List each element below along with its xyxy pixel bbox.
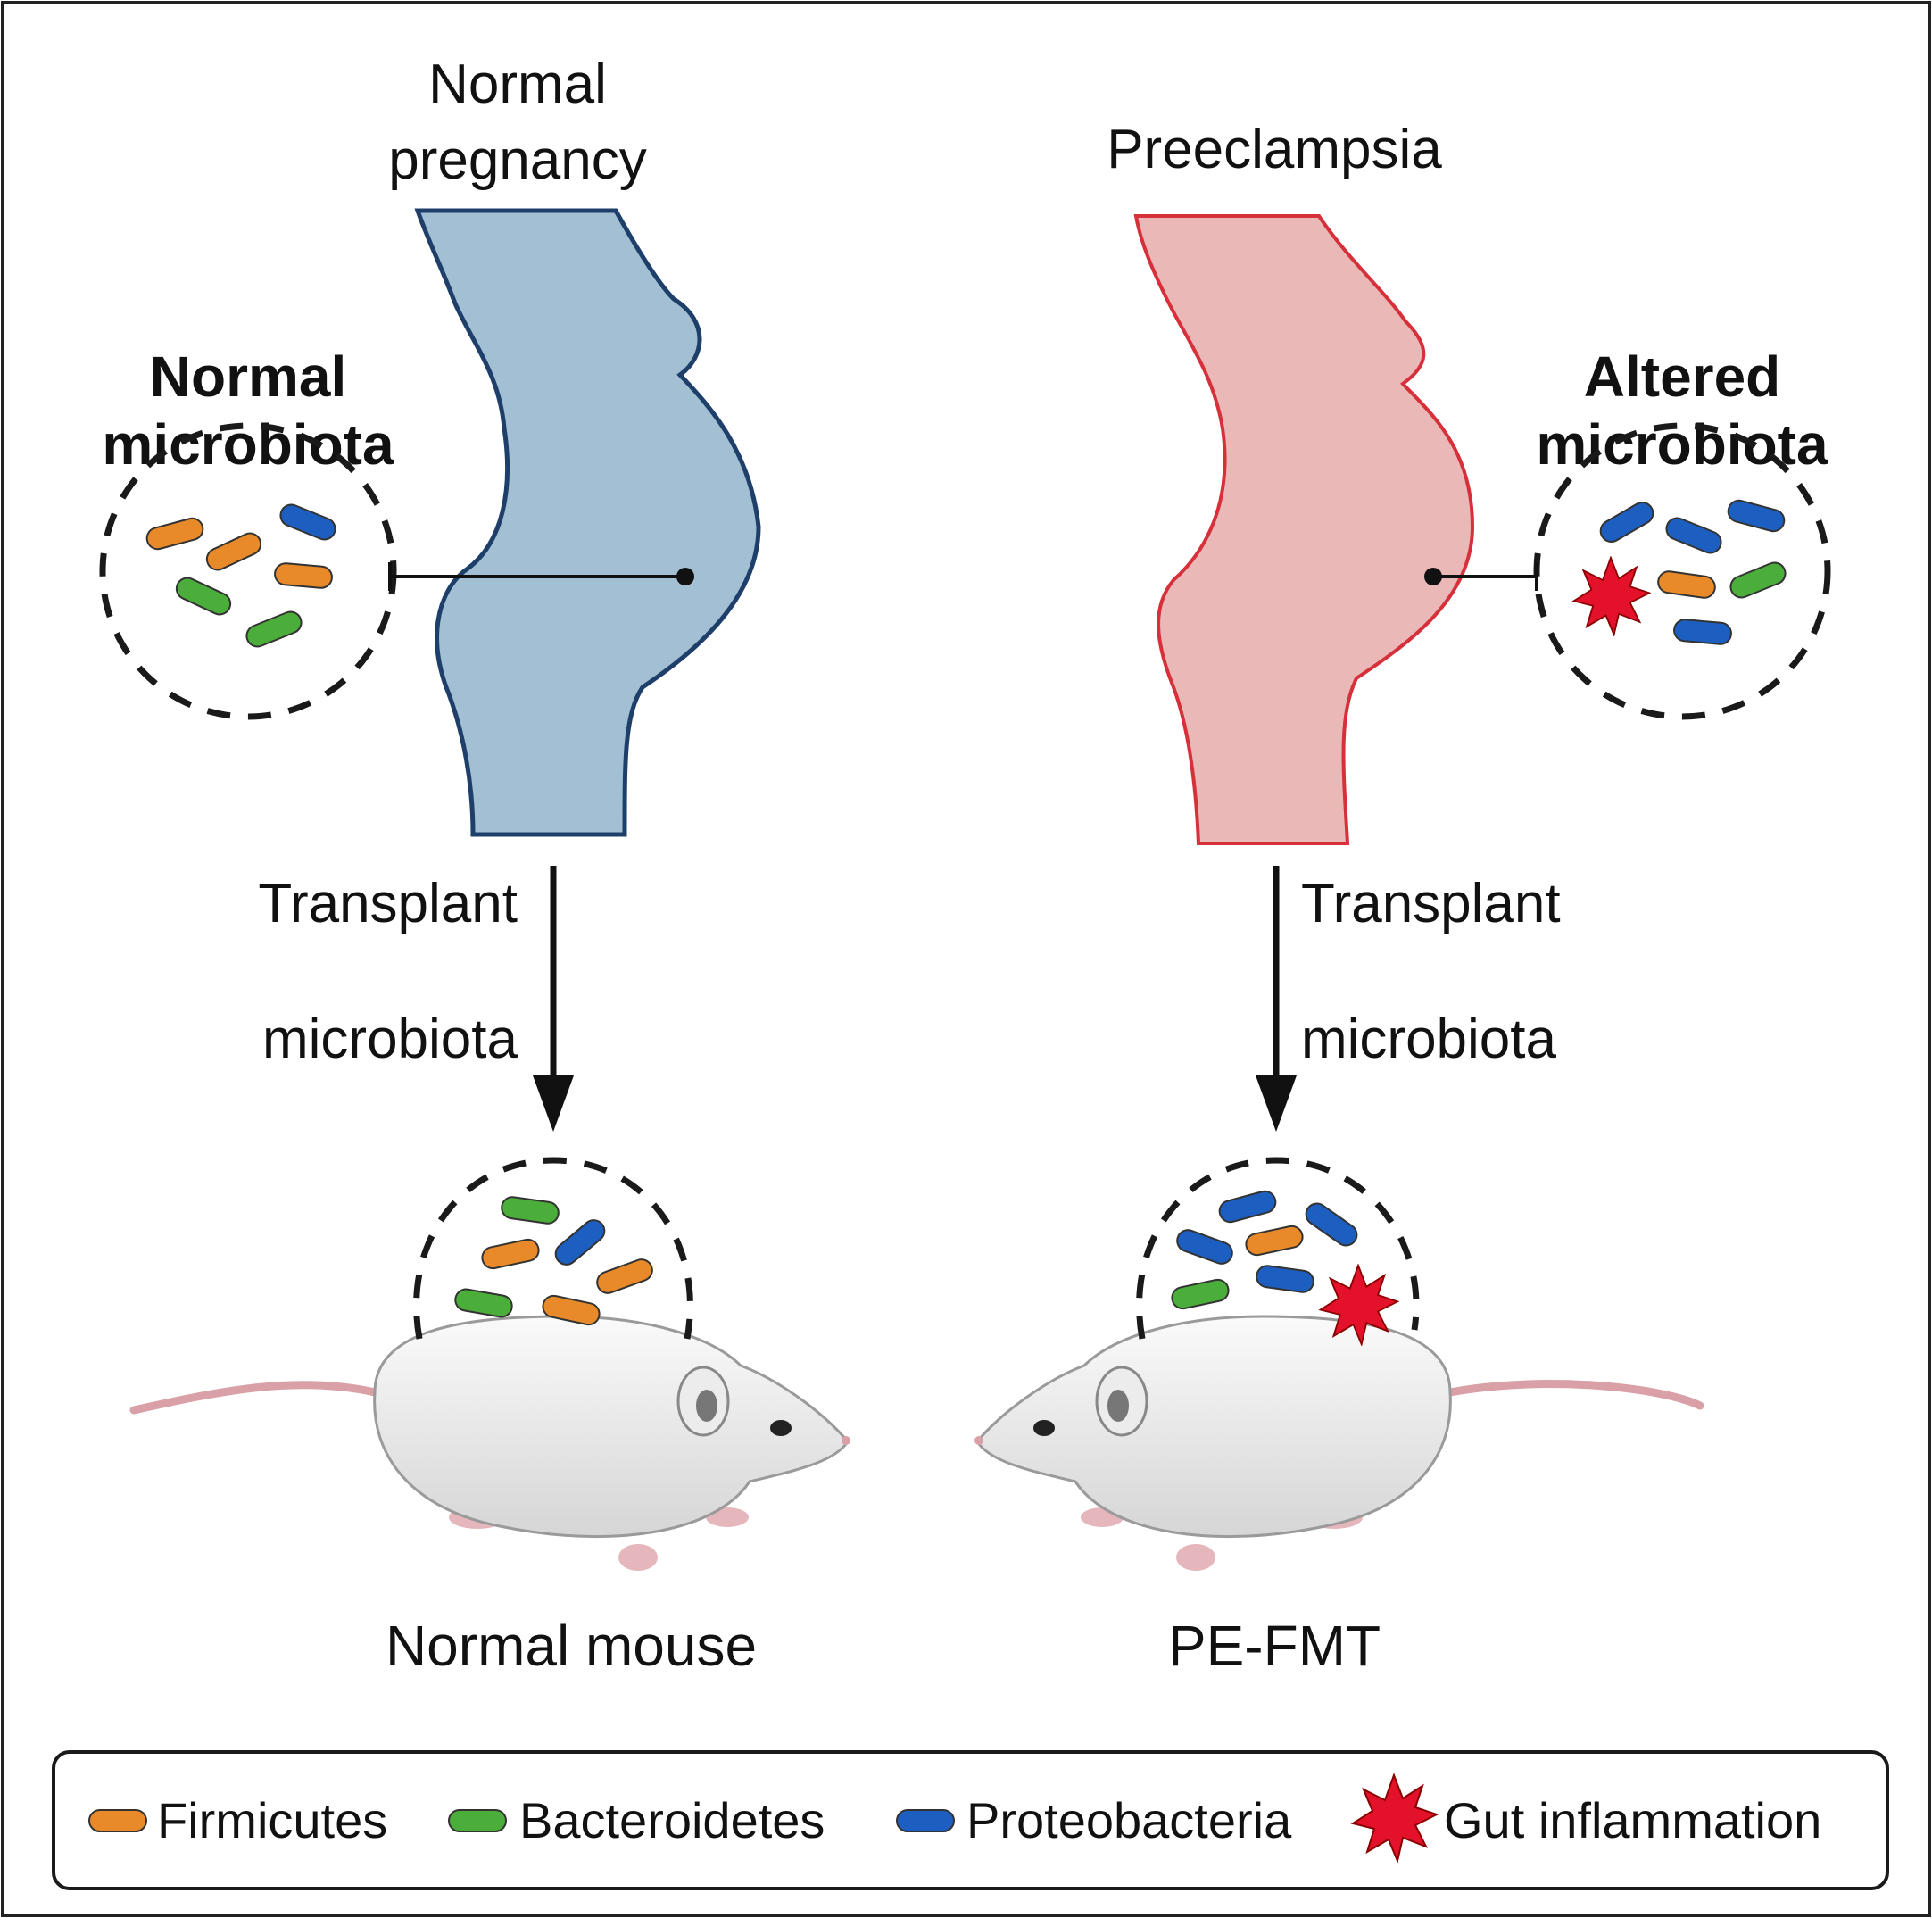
legend: Firmicutes Bacteroidetes Proteobacteria … [52,1750,1889,1890]
right-connector-dot [1424,568,1442,585]
legend-label-proteobacteria: Proteobacteria [966,1792,1292,1848]
left-connector-dot [676,568,694,585]
mouse-tail [129,1381,379,1415]
normal-microbiota-circle [99,422,397,720]
right-transplant-arrowhead [1256,1075,1297,1132]
mouse-foot [1176,1544,1215,1571]
mouse-foot [618,1544,658,1571]
left-arrow-label-line2: microbiota [262,1009,518,1070]
pe-fmt-microbiota-dome [1136,1157,1420,1340]
left-arrow-label-line1: Transplant [258,873,518,934]
altered-microbiota-label-line1: Altered [1584,345,1781,409]
mouse-nose [974,1436,983,1445]
mouse-ear-inner [696,1390,717,1422]
legend-label-firmicutes: Firmicutes [157,1792,387,1848]
normal-microbiota-label-line1: Normal [150,345,347,409]
left-transplant-arrowhead [533,1075,574,1132]
normal-mouse-microbiota-dome [413,1157,693,1340]
firmicutes-bacterium-icon [88,1809,147,1832]
preeclampsia-body [1133,214,1475,845]
mouse-ear-inner [1107,1390,1129,1422]
mouse-tail [1446,1380,1704,1410]
left-panel: Normal pregnancy Normal microbiota Trans… [99,54,850,1678]
mouse-nose [842,1436,850,1445]
firmicutes-bacterium-icon [273,561,334,590]
right-panel: Preeclampsia Altered microbiota Transpla… [974,119,1831,1678]
normal-mouse-illustration [129,1315,850,1571]
proteobacteria-bacterium-icon [1672,618,1733,646]
pe-fmt-mouse-illustration [974,1315,1704,1571]
bacteroidetes-bacterium-icon [448,1809,507,1832]
mouse-eye [770,1420,792,1436]
mouse-eye [1033,1420,1055,1436]
right-arrow-label-line1: Transplant [1301,873,1561,934]
left-title-line1: Normal [428,54,607,115]
normal-mouse-caption: Normal mouse [386,1614,757,1678]
legend-label-bacteroidetes: Bacteroidetes [519,1792,825,1848]
normal-pregnancy-body [414,208,761,837]
left-title-line2: pregnancy [388,129,647,191]
pe-fmt-caption: PE-FMT [1168,1614,1381,1678]
right-arrow-label-line2: microbiota [1301,1009,1557,1070]
legend-label-gut-inflammation: Gut inflammation [1444,1792,1821,1848]
right-title: Preeclampsia [1107,119,1442,180]
legend-box [52,1750,1889,1890]
proteobacteria-bacterium-icon [896,1809,955,1832]
